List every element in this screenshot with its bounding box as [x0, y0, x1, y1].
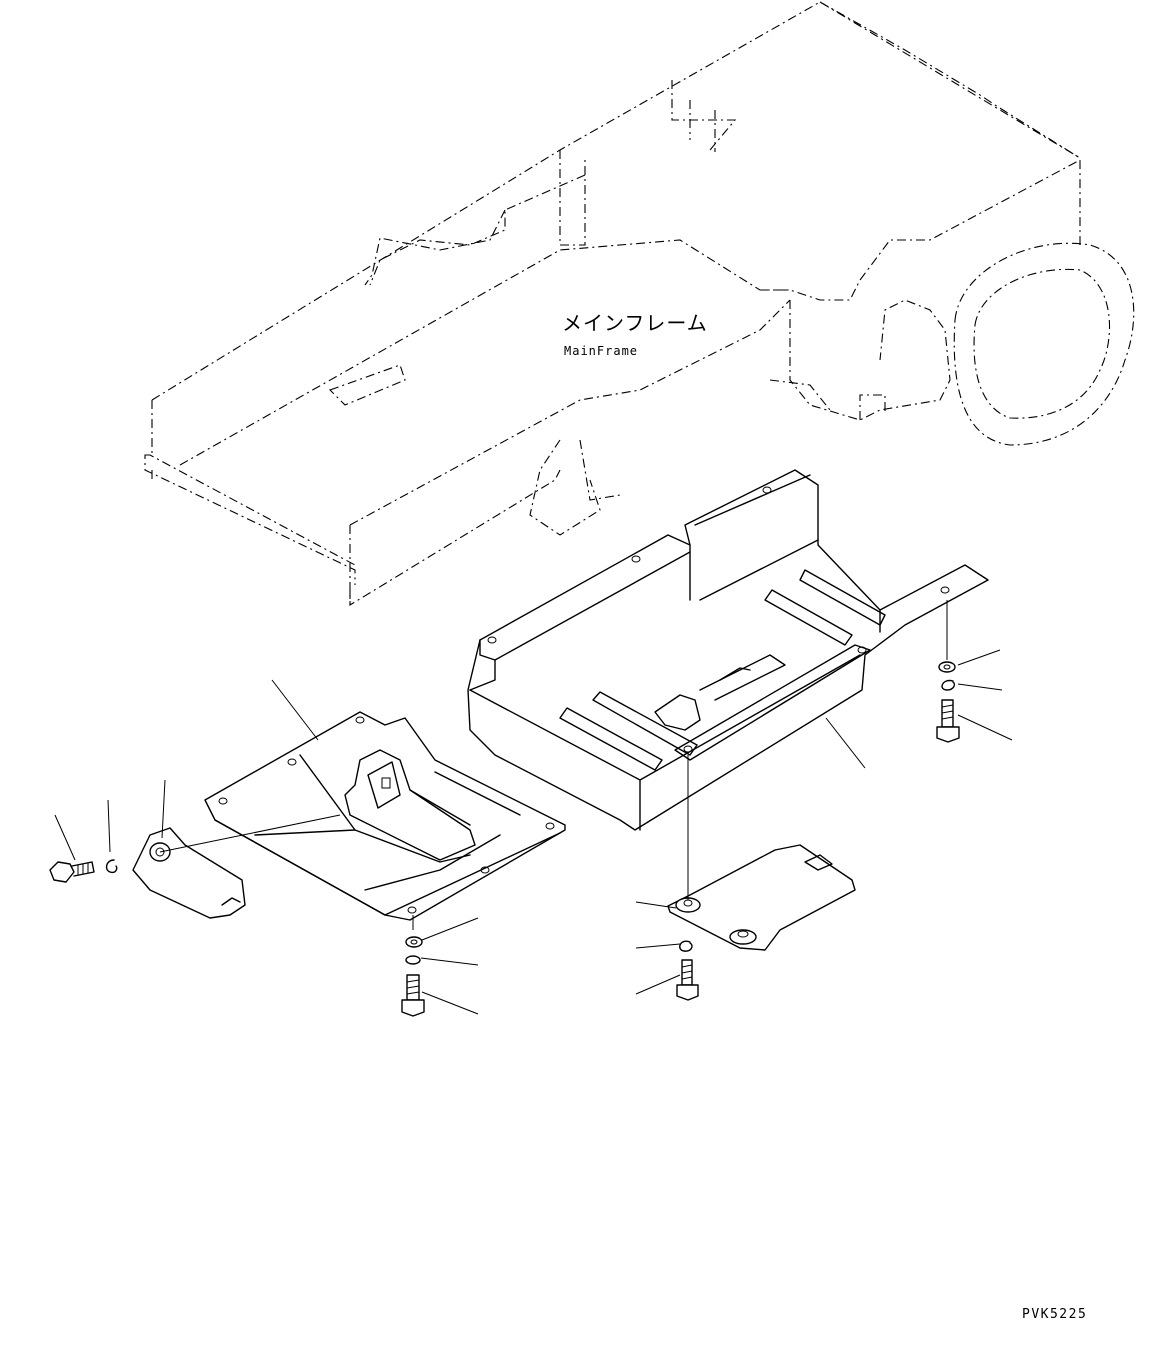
bolt-c	[936, 699, 960, 743]
leader-lines	[54, 649, 1013, 1015]
washer-spring-a	[405, 955, 421, 965]
left-cover-plate	[204, 711, 566, 921]
main-frame-outline	[144, 1, 1135, 606]
main-frame-label-en: MainFrame	[564, 344, 638, 358]
assembly-lines	[159, 600, 948, 930]
drawing-code: PVK5225	[1022, 1307, 1087, 1322]
access-cover	[667, 844, 856, 951]
small-bracket	[132, 827, 246, 919]
washer-flat-a	[405, 936, 423, 948]
main-frame-label-jp: メインフレーム	[562, 311, 708, 335]
large-under-cover	[467, 469, 989, 831]
bolt-a	[401, 974, 425, 1017]
bolt-b	[676, 959, 699, 1001]
washer-spring-b	[679, 940, 693, 952]
bolt-left	[49, 861, 95, 883]
spring-washer-left	[105, 859, 118, 874]
washer-spring-c	[941, 679, 956, 691]
washer-flat-c	[938, 661, 956, 673]
